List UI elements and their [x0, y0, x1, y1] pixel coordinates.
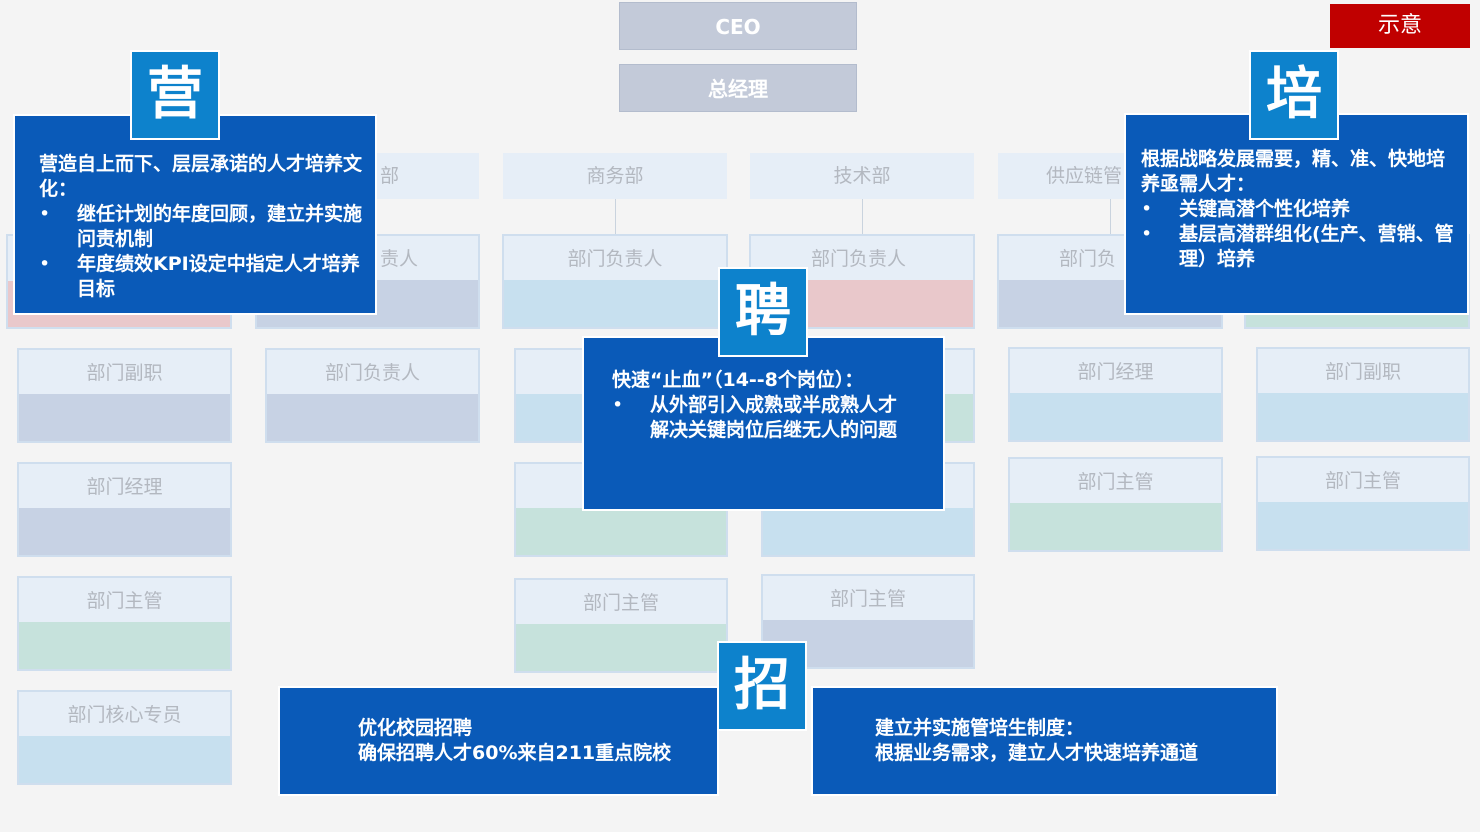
pin-panel: 快速“止血”（14--8个岗位）： 从外部引入成熟或半成熟人才解决关键岗位后继无… — [582, 336, 945, 511]
zhao-right-line-2: 根据业务需求，建立人才快速培养通道 — [875, 742, 1199, 764]
zhao-right-panel: 建立并实施管培生制度： 根据业务需求，建立人才快速培养通道 — [811, 686, 1278, 796]
pei-char: 培 — [1249, 50, 1339, 140]
org-box: 部门主管 — [761, 574, 975, 669]
org-box: 部门负责人 — [265, 348, 480, 443]
org-box: 部门副职 — [17, 348, 232, 443]
zhao-left-panel: 优化校园招聘 确保招聘人才60%来自211重点院校 — [278, 686, 719, 796]
connector-line — [1110, 199, 1111, 235]
ying-panel: 营造自上而下、层层承诺的人才培养文化： 继任计划的年度回顾，建立并实施问责机制 … — [13, 114, 377, 315]
connector-line — [862, 199, 863, 235]
dept-header-business: 商务部 — [503, 153, 727, 199]
zhao-right-line-1: 建立并实施管培生制度： — [875, 717, 1085, 739]
org-box: 部门副职 — [1256, 347, 1470, 442]
org-box: 部门核心专员 — [17, 690, 232, 785]
ying-bullet-1: 继任计划的年度回顾，建立并实施问责机制 — [39, 202, 363, 252]
pin-intro: 快速“止血”（14--8个岗位）： — [612, 369, 864, 391]
org-box: 部门负责人 — [502, 234, 728, 329]
pin-bullet-1: 从外部引入成熟或半成熟人才解决关键岗位后继无人的问题 — [612, 393, 915, 443]
pei-bullet-1: 关键高潜个性化培养 — [1141, 197, 1457, 222]
dept-header-tech: 技术部 — [750, 153, 974, 199]
zhao-left-line-1: 优化校园招聘 — [358, 717, 473, 739]
ceo-box: CEO — [619, 2, 857, 50]
ying-bullet-2: 年度绩效KPI设定中指定人才培养目标 — [39, 252, 363, 302]
pei-intro: 根据战略发展需要，精、准、快地培养亟需人才： — [1141, 148, 1446, 195]
org-box: 部门主管 — [1256, 456, 1470, 551]
org-box: 部门经理 — [1008, 347, 1223, 442]
connector-line — [615, 199, 616, 235]
org-box: 部门主管 — [514, 578, 728, 673]
pin-char: 聘 — [718, 267, 808, 357]
pei-panel: 根据战略发展需要，精、准、快地培养亟需人才： 关键高潜个性化培养 基层高潜群组化… — [1124, 113, 1469, 315]
illustrative-badge: 示意 — [1330, 4, 1470, 48]
zhao-left-line-2: 确保招聘人才60%来自211重点院校 — [358, 742, 672, 764]
pei-bullet-2: 基层高潜群组化(生产、营销、管理）培养 — [1141, 222, 1457, 272]
general-manager-box: 总经理 — [619, 64, 857, 112]
ying-intro: 营造自上而下、层层承诺的人才培养文化： — [39, 153, 363, 200]
org-box: 部门主管 — [17, 576, 232, 671]
zhao-char: 招 — [717, 641, 807, 731]
ying-char: 营 — [130, 50, 220, 140]
org-box: 部门主管 — [1008, 457, 1223, 552]
org-box: 部门经理 — [17, 462, 232, 557]
